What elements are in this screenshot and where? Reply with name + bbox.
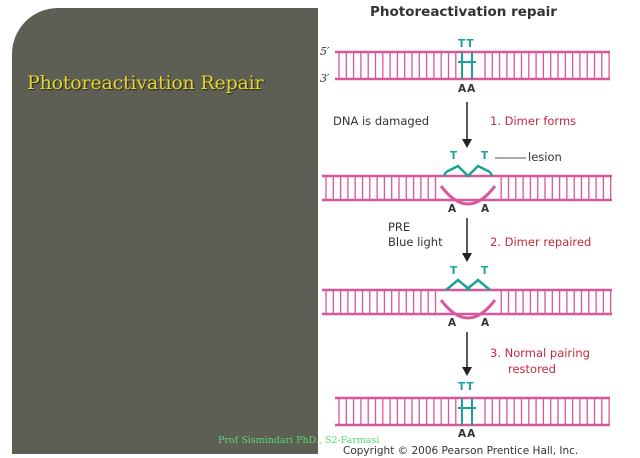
adenine-label-3a: A <box>448 317 458 329</box>
step-2-dimer-repaired: 2. Dimer repaired <box>490 235 592 249</box>
thymine-label-3b: T <box>481 265 490 277</box>
adenine-pair-label-1: AA <box>458 83 477 95</box>
lesion-label: lesion <box>528 150 562 164</box>
copyright-notice: Copyright © 2006 Pearson Prentice Hall, … <box>343 445 579 457</box>
arrow-step-1-head <box>462 139 472 148</box>
arrow-step-2-head <box>462 253 472 262</box>
dna-strands <box>322 50 612 427</box>
repaired-t-left <box>445 278 471 291</box>
repaired-t-right <box>465 278 491 291</box>
dimer-leg-2b <box>488 171 494 177</box>
thymine-label-3a: T <box>450 265 459 277</box>
figure-title: Photoreactivation repair <box>370 4 557 20</box>
bulge-3 <box>439 299 497 320</box>
strand-label-3-prime: 3′ <box>320 72 330 85</box>
adenine-label-2b: A <box>481 203 491 215</box>
condition-dna-damaged: DNA is damaged <box>333 114 430 128</box>
thymine-label-2b: T <box>481 150 490 162</box>
arrow-step-3-head <box>462 367 472 376</box>
step-3-normal-pairing: 3. Normal pairing <box>490 346 590 360</box>
slide-left-panel: Photoreactivation Repair <box>0 0 318 458</box>
slide-background-shape <box>12 8 318 454</box>
adenine-label-2a: A <box>448 203 458 215</box>
strand-label-5-prime: 5′ <box>320 45 330 58</box>
step-3-restored: restored <box>508 362 556 376</box>
condition-blue-light: Blue light <box>388 235 443 249</box>
dimer-leg-2a <box>442 171 448 177</box>
adenine-label-3b: A <box>481 317 491 329</box>
thymine-pair-label-4: TT <box>458 381 475 393</box>
step-1-dimer-forms: 1. Dimer forms <box>490 114 577 128</box>
slide-footer-credit: Prof Sismindari PhD., S2-Farmasi <box>218 435 380 446</box>
condition-pre: PRE <box>388 220 411 234</box>
thymine-label-2a: T <box>450 150 459 162</box>
thymine-pair-label-1: TT <box>458 38 475 50</box>
bulge-2 <box>439 185 497 206</box>
dimer-lesion <box>445 164 491 178</box>
adenine-pair-label-4: AA <box>458 428 477 440</box>
slide-title: Photoreactivation Repair <box>27 72 264 94</box>
